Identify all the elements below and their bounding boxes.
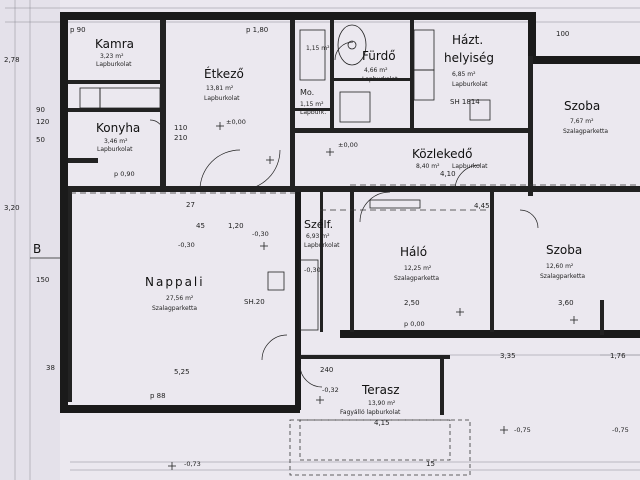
room-name-nappali: Nappali (145, 275, 205, 289)
dim-90: 90 (36, 106, 45, 114)
dim-415: 4,15 (374, 419, 390, 427)
elevation-nappali: -0,30 (178, 241, 195, 249)
room-name-mo: Mo. (300, 88, 314, 97)
dim-p90: p 90 (70, 26, 86, 34)
dim-335: 3,35 (500, 352, 516, 360)
room-floor-kozlekedo: Lapburkolat (452, 163, 488, 170)
room-floor-furdo: Lapburkolat (362, 76, 398, 83)
room-area-szelf: 6,93 m² (306, 233, 330, 240)
room-floor-nappali: Szalagparketta (152, 305, 197, 312)
elevation-left: p 0,90 (114, 170, 135, 178)
elevation-nappali-2: -0,30 (252, 230, 269, 238)
dim-360: 3,60 (558, 299, 574, 307)
room-name-szoba-1: Szoba (564, 99, 600, 113)
room-area-halo: 12,25 m² (404, 265, 432, 272)
dim-278: 2,78 (4, 56, 20, 64)
dim-38: 38 (46, 364, 55, 372)
dim-15: 15 (426, 460, 435, 468)
dim-525: 5,25 (174, 368, 190, 376)
room-name2-haztart: helyiség (444, 51, 494, 65)
dim-27: 27 (186, 201, 195, 209)
dim-210: 210 (174, 134, 187, 142)
room-floor-etkezo: Lapburkolat (204, 95, 240, 102)
room-area-kamra: 3,23 m² (100, 53, 124, 60)
dim-120b: 120 (36, 118, 49, 126)
room-name-halo: Háló (400, 245, 427, 259)
room-area-etkezo: 13,81 m² (206, 85, 234, 92)
room-name-terasz: Terasz (361, 383, 400, 397)
room-floor-konyha: Lapburkolat (97, 146, 133, 153)
room-area-wc: 1,15 m² (306, 45, 330, 52)
dim-445: 4,45 (474, 202, 490, 210)
dim-240: 240 (320, 366, 333, 374)
room-floor-mo: Lapburk. (300, 109, 326, 116)
dim-120: 1,20 (228, 222, 244, 230)
room-area-terasz: 13,90 m² (368, 400, 396, 407)
elevation-bottom: -0,73 (184, 460, 201, 468)
room-floor-kamra: Lapburkolat (96, 61, 132, 68)
room-floor-szoba-2: Szalagparketta (540, 273, 585, 280)
room-area-szoba-2: 12,60 m² (546, 263, 574, 270)
room-floor-szoba-1: Szalagparketta (563, 128, 608, 135)
elevation-halo: p 0,00 (404, 320, 425, 328)
room-area-nappali: 27,56 m² (166, 295, 194, 302)
elevation-szelf: -0,30 (304, 266, 321, 274)
room-name-haztart: Házt. (452, 33, 483, 47)
dim-p88: p 88 (150, 392, 166, 400)
dim-176: 1,76 (610, 352, 626, 360)
room-floor-halo: Szalagparketta (394, 275, 439, 282)
dim-p180: p 1,80 (246, 26, 268, 34)
dim-320: 3,20 (4, 204, 20, 212)
elevation-kozlekedo: ±0,00 (338, 141, 358, 149)
dim-45: 45 (196, 222, 205, 230)
dim-110: 110 (174, 124, 187, 132)
room-area-mo: 1,15 m² (300, 101, 324, 108)
room-name-konyha: Konyha (96, 121, 140, 135)
dim-sh1814: SH 1814 (450, 98, 480, 106)
room-area-konyha: 3,46 m² (104, 138, 128, 145)
room-name-szoba-2: Szoba (546, 243, 582, 257)
axis-label-b: B (33, 242, 41, 256)
dim-410: 4,10 (440, 170, 456, 178)
dim-50: 50 (36, 136, 45, 144)
dim-100: 100 (556, 30, 569, 38)
room-name-kamra: Kamra (95, 37, 134, 51)
elevation-etkezo: ±0,00 (226, 118, 246, 126)
elevation-terasz: -0,32 (322, 386, 339, 394)
dim-150: 150 (36, 276, 49, 284)
room-area-haztart: 6,85 m² (452, 71, 476, 78)
elevation-terasz-2: -0,75 (514, 426, 531, 434)
room-name-furdo: Fürdő (362, 49, 396, 63)
dim-250: 2,50 (404, 299, 420, 307)
room-name-szelf: Szélf. (304, 218, 333, 231)
room-floor-terasz: Fagyálló lapburkolat (340, 409, 401, 416)
room-area-furdo: 4,66 m² (364, 67, 388, 74)
room-area-kozlekedo: 8,40 m² (416, 163, 440, 170)
room-name-etkezo: Étkező (204, 66, 244, 81)
dim-sh20: SH.20 (244, 298, 265, 306)
room-floor-haztart: Lapburkolat (452, 81, 488, 88)
room-name-kozlekedo: Közlekedő (412, 147, 473, 161)
elevation-right: -0,75 (612, 426, 629, 434)
room-area-szoba-1: 7,67 m² (570, 118, 594, 125)
room-floor-szelf: Lapburkolat (304, 242, 340, 249)
